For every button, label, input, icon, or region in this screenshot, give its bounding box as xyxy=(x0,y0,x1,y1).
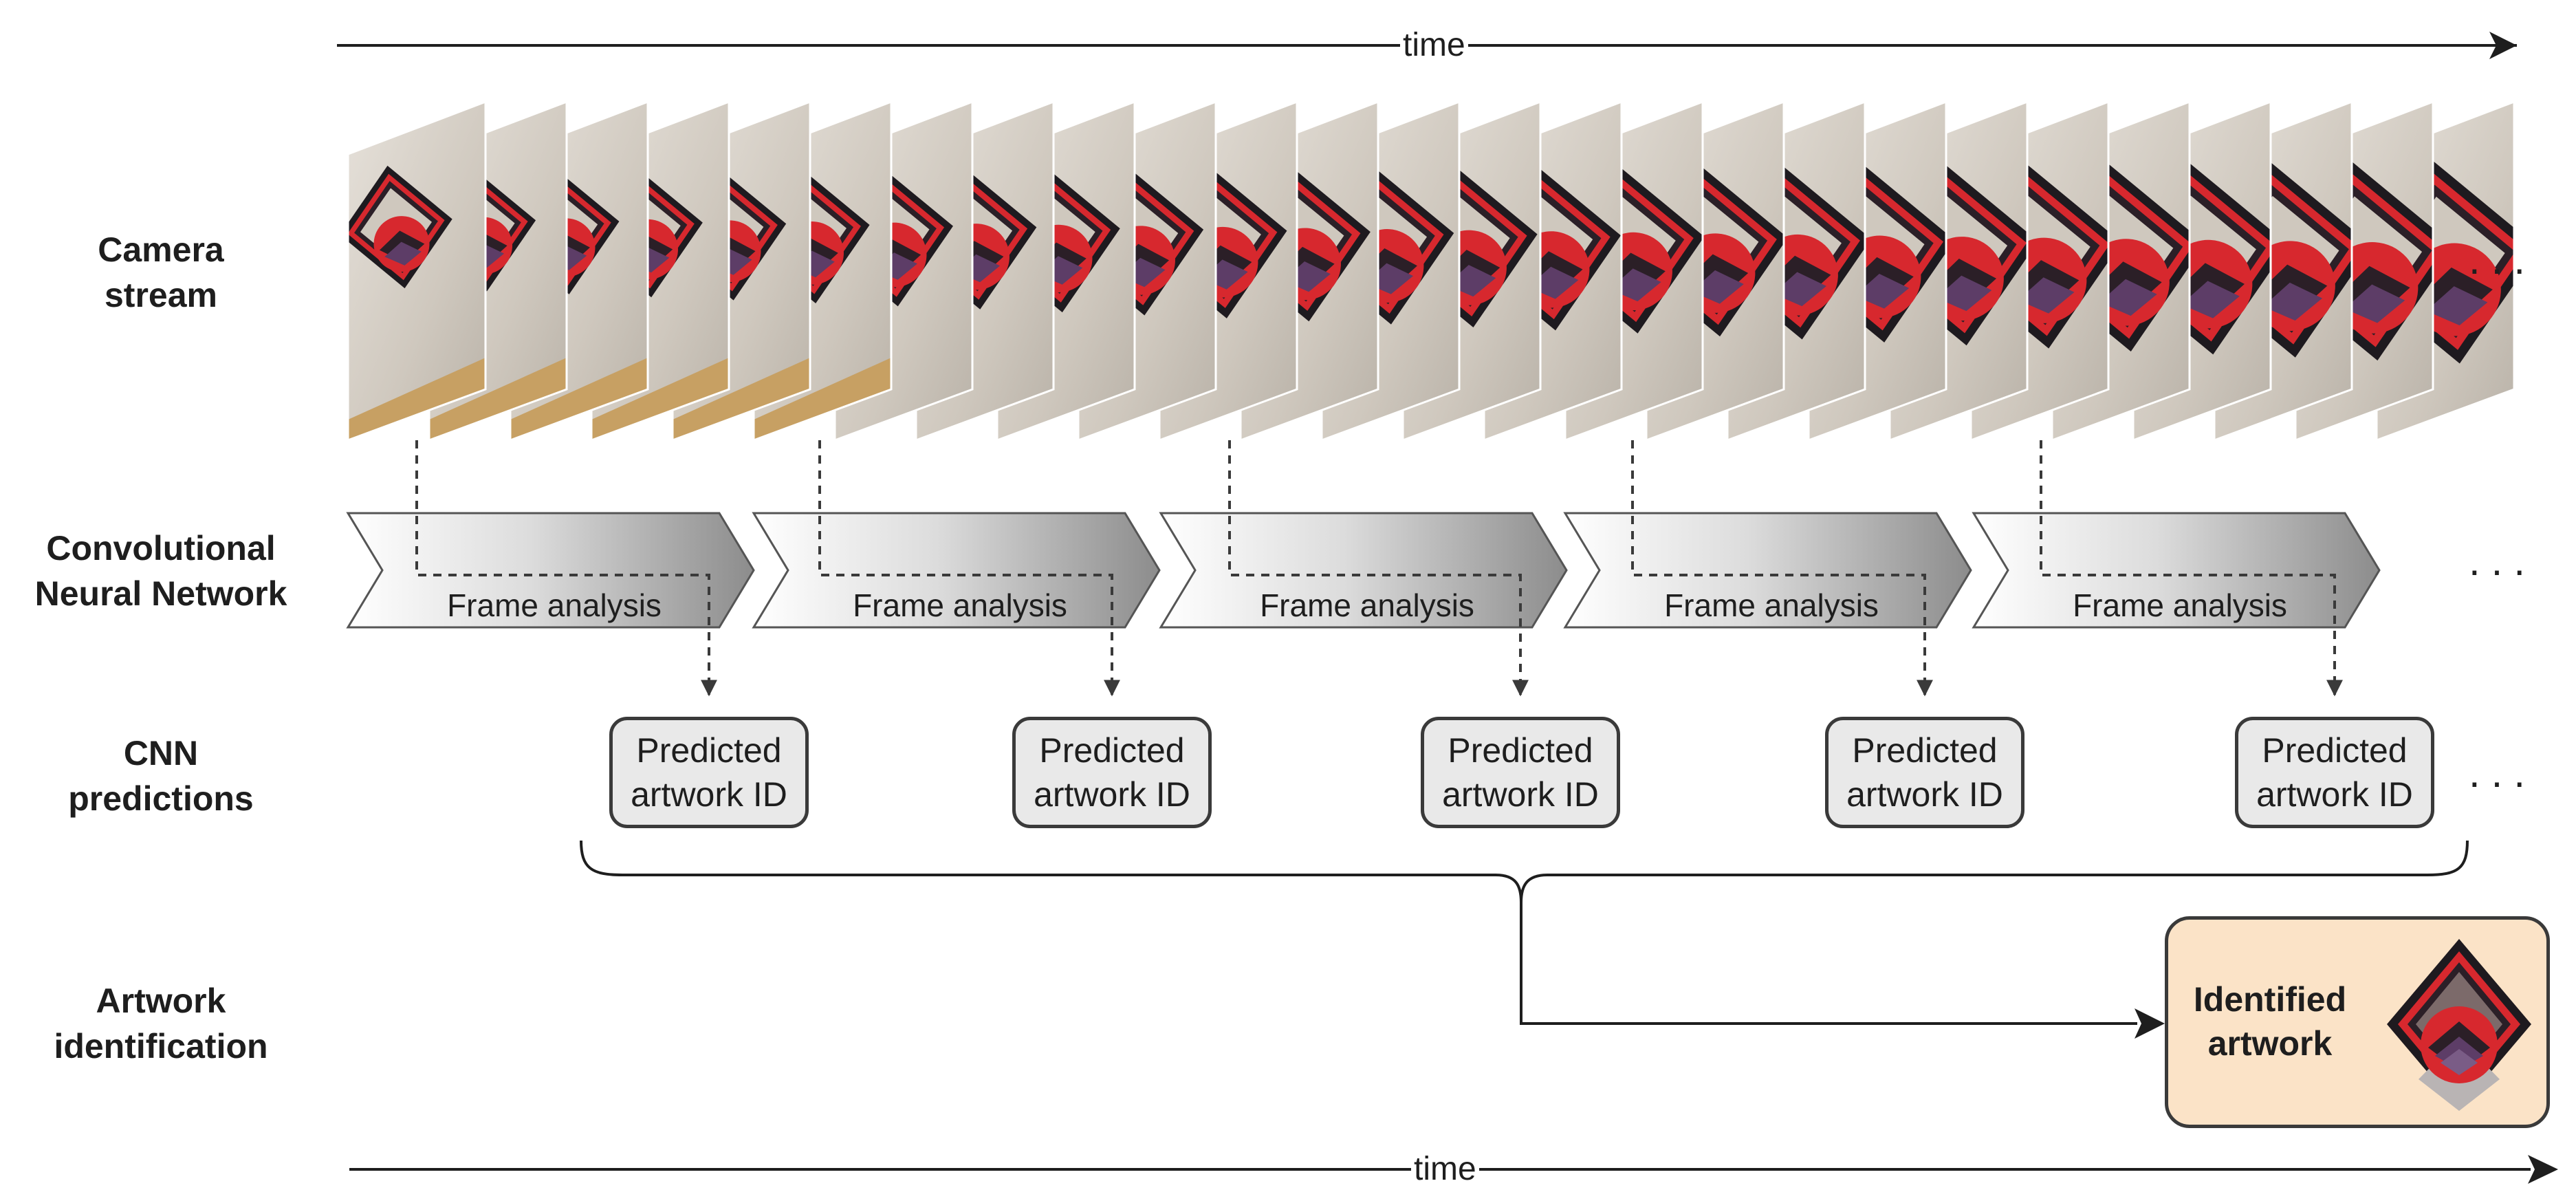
prediction-line: artwork ID xyxy=(1442,775,1599,814)
prediction-line: artwork ID xyxy=(1846,775,2003,814)
cnn-step-chevron xyxy=(1159,512,1568,629)
identified-artwork-label: Identified artwork xyxy=(2187,977,2353,1065)
prediction-box: Predicted artwork ID xyxy=(1012,717,1212,828)
frame-sampling-lines-overlay xyxy=(415,440,2343,697)
cnn-step-label: Frame analysis xyxy=(447,587,662,623)
cnn-step-label: Frame analysis xyxy=(853,587,1067,623)
ellipsis-camera: ... xyxy=(2469,237,2537,283)
prediction-line: Predicted xyxy=(1039,731,1185,770)
prediction-line: Predicted xyxy=(1448,731,1593,770)
row-label-line: predictions xyxy=(68,779,254,818)
time-label-top: time xyxy=(1400,29,1468,62)
sampling-arrow xyxy=(1631,440,1933,697)
prediction-line: artwork ID xyxy=(631,775,787,814)
prediction-box: Predicted artwork ID xyxy=(1421,717,1620,828)
sampling-arrow xyxy=(415,440,717,697)
camera-frame xyxy=(347,100,487,442)
row-label-line: Camera xyxy=(98,230,224,269)
identified-line: artwork xyxy=(2207,1024,2333,1063)
prediction-box: Predicted artwork ID xyxy=(609,717,809,828)
row-label-line: Neural Network xyxy=(34,574,287,613)
row-label-line: CNN xyxy=(123,734,199,772)
identified-line: Identified xyxy=(2193,980,2347,1019)
prediction-line: Predicted xyxy=(1852,731,1998,770)
row-label-artwork-identification: Artwork identification xyxy=(17,978,305,1069)
ellipsis-cnn: ... xyxy=(2469,538,2537,584)
aggregation-arrow xyxy=(1520,902,2165,1039)
prediction-line: artwork ID xyxy=(2256,775,2413,814)
identified-artwork-box: Identified artwork xyxy=(2165,916,2550,1128)
artwork-thumbnail xyxy=(2387,939,2531,1111)
row-label-camera-stream: Camera stream xyxy=(17,227,305,318)
cnn-steps: Frame analysis Frame analysis Frame analys… xyxy=(346,512,2381,629)
cnn-step-label: Frame analysis xyxy=(1260,587,1474,623)
cnn-step-chevron xyxy=(752,512,1161,629)
prediction-line: artwork ID xyxy=(1034,775,1190,814)
cnn-step-chevron xyxy=(1972,512,2381,629)
prediction-group-brace xyxy=(580,840,2469,903)
row-label-line: stream xyxy=(105,276,217,314)
row-label-line: identification xyxy=(54,1027,268,1065)
camera-frames xyxy=(347,100,2515,442)
cnn-step-chevron xyxy=(1563,512,1972,629)
time-label-bottom: time xyxy=(1411,1153,1479,1186)
sampling-arrow xyxy=(818,440,1120,697)
prediction-box: Predicted artwork ID xyxy=(2235,717,2434,828)
row-label-cnn-predictions: CNN predictions xyxy=(17,731,305,821)
cnn-step-label: Frame analysis xyxy=(2073,587,2287,623)
prediction-line: Predicted xyxy=(2262,731,2408,770)
ellipsis-predictions: ... xyxy=(2469,750,2537,796)
sampling-arrow xyxy=(1228,440,1529,697)
prediction-line: Predicted xyxy=(636,731,782,770)
cnn-step-label: Frame analysis xyxy=(1664,587,1879,623)
cnn-step-chevron xyxy=(346,512,755,629)
row-label-line: Convolutional xyxy=(46,529,276,567)
sampling-arrow xyxy=(2040,440,2343,697)
row-label-line: Artwork xyxy=(96,982,226,1020)
prediction-box: Predicted artwork ID xyxy=(1825,717,2024,828)
row-label-cnn: Convolutional Neural Network xyxy=(17,526,305,616)
